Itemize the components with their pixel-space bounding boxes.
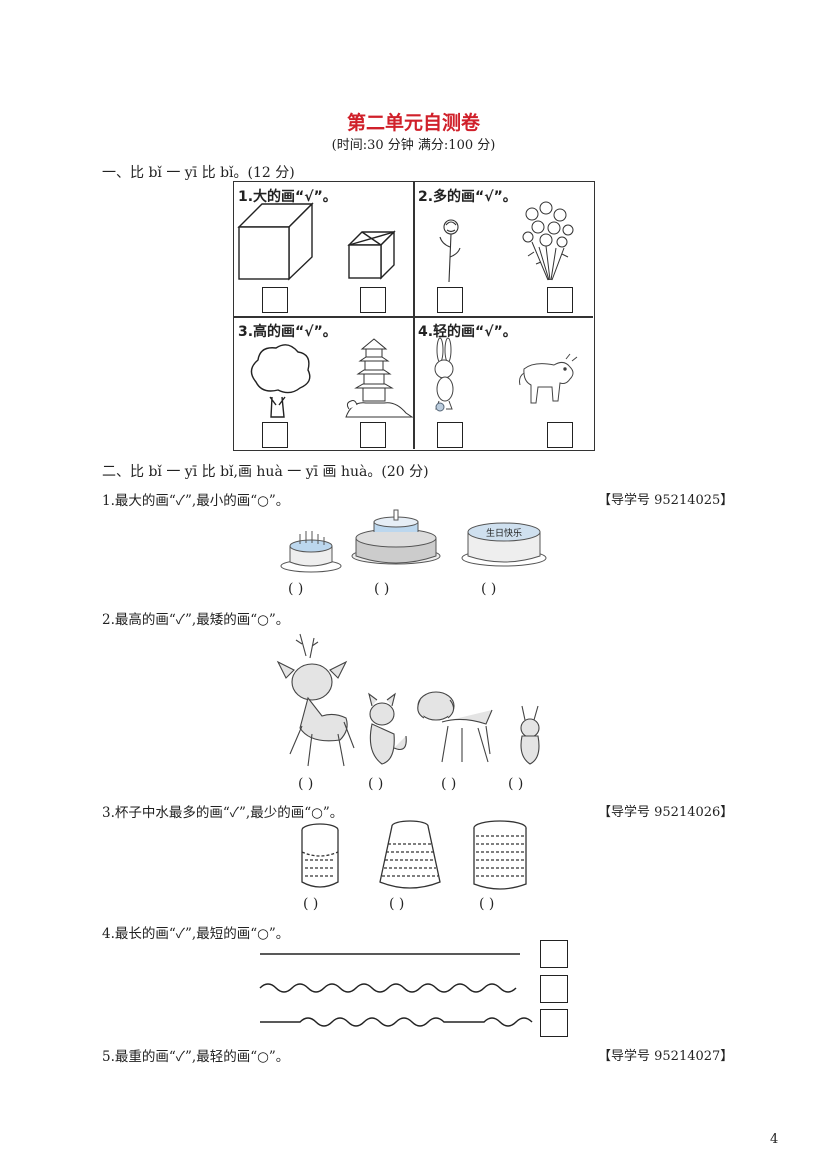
answer-paren[interactable]: ( ) [374, 581, 390, 597]
answer-box[interactable] [547, 422, 573, 448]
page-title: 第二单元自测卷 [346, 112, 480, 134]
question-2: 2.最高的画“✓”,最矮的画“○”。 [102, 612, 290, 628]
cell-lighter: 4.轻的画“√”。 [414, 317, 594, 451]
answer-paren[interactable]: ( ) [481, 581, 497, 597]
cell-label: 2.多的画“√”。 [418, 189, 517, 205]
cake-icon: 生日快乐 [280, 509, 547, 573]
rabbit-icon [434, 337, 454, 412]
cell-label: 4.轻的画“√”。 [418, 324, 517, 340]
answer-paren[interactable]: ( ) [479, 896, 495, 912]
lines-icon [259, 953, 533, 1027]
answer-paren[interactable]: ( ) [508, 776, 524, 792]
question-4: 4.最长的画“✓”,最短的画“○”。 [102, 926, 290, 942]
ref-number-2: 【导学号 95214026】 [598, 805, 734, 820]
cell-label: 1.大的画“√”。 [238, 189, 337, 205]
page-subtitle: (时间:30 分钟 满分:100 分) [331, 138, 496, 153]
question-3: 3.杯子中水最多的画“✓”,最少的画“○”。 [102, 805, 344, 821]
answer-paren[interactable]: ( ) [303, 896, 319, 912]
ref-number-1: 【导学号 95214025】 [598, 493, 734, 508]
answer-box[interactable] [540, 975, 568, 1003]
cube-icon [237, 202, 396, 281]
answer-box[interactable] [437, 287, 463, 313]
answer-box[interactable] [540, 940, 568, 968]
answer-box[interactable] [547, 287, 573, 313]
answer-box[interactable] [262, 287, 288, 313]
animals-icon [276, 633, 540, 767]
compare-grid: 1.大的画“√”。 2.多的画“√”。 [233, 181, 595, 451]
svg-text:生日快乐: 生日快乐 [486, 527, 522, 539]
page-number: 4 [770, 1132, 779, 1147]
tree-icon [250, 338, 414, 418]
section2-heading: 二、比 bǐ 一 yī 比 bǐ,画 huà 一 yī 画 huà。(20 分) [102, 464, 429, 480]
answer-paren[interactable]: ( ) [368, 776, 384, 792]
answer-box[interactable] [540, 1009, 568, 1037]
cow-icon [519, 353, 578, 404]
question-1: 1.最大的画“✓”,最小的画“○”。 [102, 493, 290, 509]
flower-icon [439, 201, 574, 283]
cell-taller: 3.高的画“√”。 [234, 317, 414, 451]
answer-box[interactable] [437, 422, 463, 448]
answer-box[interactable] [360, 422, 386, 448]
ref-number-3: 【导学号 95214027】 [598, 1049, 734, 1064]
cell-label: 3.高的画“√”。 [238, 324, 337, 340]
section1-heading: 一、比 bǐ 一 yī 比 bǐ。(12 分) [102, 165, 295, 181]
cell-more: 2.多的画“√”。 [414, 182, 594, 316]
answer-box[interactable] [360, 287, 386, 313]
question-5: 5.最重的画“✓”,最轻的画“○”。 [102, 1049, 290, 1065]
answer-paren[interactable]: ( ) [389, 896, 405, 912]
cups-icon [301, 820, 527, 890]
answer-paren[interactable]: ( ) [298, 776, 314, 792]
answer-paren[interactable]: ( ) [288, 581, 304, 597]
cell-bigger: 1.大的画“√”。 [234, 182, 414, 316]
answer-box[interactable] [262, 422, 288, 448]
answer-paren[interactable]: ( ) [441, 776, 457, 792]
